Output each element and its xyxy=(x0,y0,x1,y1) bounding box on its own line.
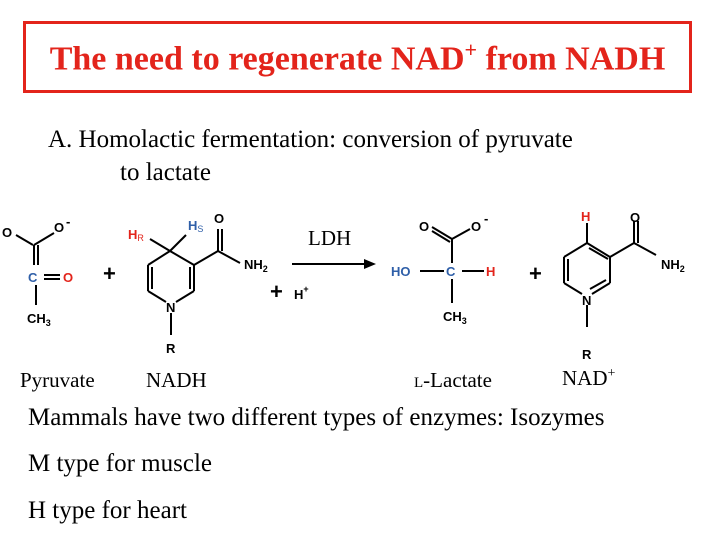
section-heading-line-2: to lactate xyxy=(120,159,211,186)
nad-o-atom: O xyxy=(630,210,640,225)
nad-h-atom: H xyxy=(581,209,590,224)
nadh-r-group: R xyxy=(166,341,176,356)
nadh-hr-atom: HR xyxy=(128,227,144,243)
enzyme-label: LDH xyxy=(308,226,351,250)
m-type-line: M type for muscle xyxy=(28,450,212,477)
nad-label: NAD+ xyxy=(562,366,616,390)
lactate-h-atom: H xyxy=(486,264,495,279)
pyruvate-o-carbonyl-atom: O xyxy=(63,270,73,285)
reaction-arrow xyxy=(292,259,376,269)
lactate-o-atom: O xyxy=(419,219,429,234)
plus-sign-2: + xyxy=(270,279,283,304)
nadh-hs-atom: HS xyxy=(188,218,203,234)
section-heading: A. Homolactic fermentation: conversion o… xyxy=(48,123,573,189)
lactate-minus-sign: - xyxy=(484,211,488,226)
nadh-label: NADH xyxy=(146,368,207,392)
isozymes-line: Mammals have two different types of enzy… xyxy=(28,404,605,431)
nad-nh2-group: NH2 xyxy=(661,257,685,274)
pyruvate-label: Pyruvate xyxy=(20,368,95,392)
pyruvate-minus-sign: - xyxy=(66,214,70,229)
title-box: The need to regenerate NAD+ from NADH xyxy=(23,21,692,93)
section-heading-line-1: A. Homolactic fermentation: conversion o… xyxy=(48,126,573,153)
lactate-label: L-Lactate xyxy=(414,368,492,392)
lactate-c-atom: C xyxy=(446,264,456,279)
lactate-ho-group: HO xyxy=(391,264,411,279)
nadh-o-atom: O xyxy=(214,211,224,226)
plus-sign-1: + xyxy=(103,261,116,286)
nad-structure xyxy=(563,221,657,327)
nadh-n-atom: N xyxy=(166,300,175,315)
nad-n-atom: N xyxy=(582,293,591,308)
lactate-o-minus-atom: O xyxy=(471,219,481,234)
reaction-scheme: O O - C O CH3 + HR HS O NH2 N R + H+ LDH xyxy=(2,209,685,362)
nadh-structure xyxy=(147,229,241,335)
h-type-line: H type for heart xyxy=(28,497,187,524)
h-plus-ion: H+ xyxy=(294,284,309,302)
pyruvate-o-minus-atom: O xyxy=(54,220,64,235)
lactate-structure xyxy=(420,226,484,303)
plus-sign-3: + xyxy=(529,261,542,286)
pyruvate-structure xyxy=(15,232,60,305)
pyruvate-o-atom: O xyxy=(2,225,12,240)
pyruvate-ch3-group: CH3 xyxy=(27,311,51,328)
slide-title: The need to regenerate NAD+ from NADH xyxy=(49,37,666,78)
lactate-ch3-group: CH3 xyxy=(443,309,467,326)
nad-r-group: R xyxy=(582,347,592,362)
pyruvate-c-atom: C xyxy=(28,270,38,285)
nadh-nh2-group: NH2 xyxy=(244,257,268,274)
